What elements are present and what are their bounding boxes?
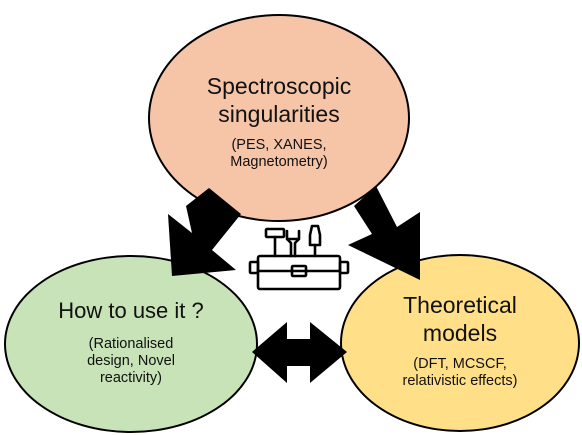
toolbox-body xyxy=(248,254,350,291)
spectroscopic-singularities-bubble: Spectroscopic singularities (PES, XANES,… xyxy=(148,14,410,222)
arrow-down-left-icon xyxy=(168,188,241,276)
wrench-icon xyxy=(285,229,301,258)
bubble-right-subtitle: (DFT, MCSCF, relativistic effects) xyxy=(402,355,518,389)
double-arrow-horizontal-icon xyxy=(252,322,347,383)
bubble-top-title: Spectroscopic singularities xyxy=(206,72,352,127)
arrow-down-right-icon xyxy=(348,186,420,280)
toolbox-icon xyxy=(248,224,350,291)
screwdriver-icon xyxy=(308,224,322,258)
hammer-icon xyxy=(264,227,286,258)
theoretical-models-bubble: Theoretical models (DFT, MCSCF, relativi… xyxy=(340,254,580,432)
bubble-top-subtitle: (PES, XANES, Magnetometry) xyxy=(230,136,328,170)
bubble-left-subtitle: (Rationalised design, Novel reactivity) xyxy=(87,336,175,386)
bubble-right-title: Theoretical models xyxy=(403,291,517,346)
how-to-use-it-bubble: How to use it ? (Rationalised design, No… xyxy=(4,255,258,433)
bubble-left-title: How to use it ? xyxy=(58,298,204,323)
